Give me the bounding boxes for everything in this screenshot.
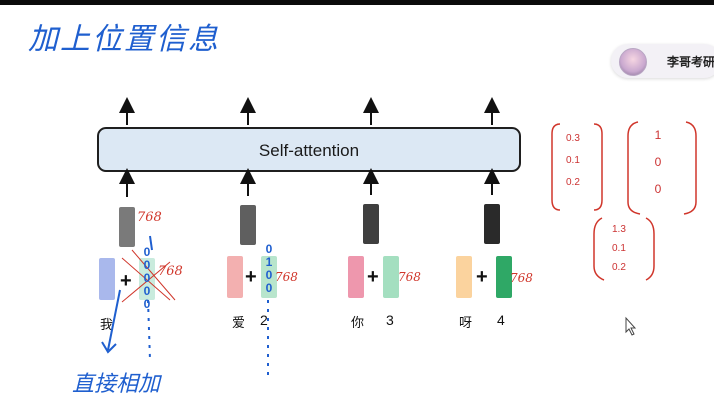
matrix-a-value: 0.1 <box>566 155 580 166</box>
position-number-4: 4 <box>497 312 505 328</box>
matrix-a: 0.3 0.1 0.2 <box>566 128 596 194</box>
pos-digit: 0 <box>143 245 151 259</box>
self-attention-block: Self-attention <box>97 127 521 172</box>
output-vector-2 <box>240 205 256 245</box>
matrix-a-value: 0.2 <box>566 177 580 188</box>
pos-digit: 0 <box>143 271 151 285</box>
plus-sign-1: + <box>120 270 132 292</box>
blue-squiggle <box>149 235 153 251</box>
channel-badge: 李哥考研 <box>611 44 714 78</box>
matrix-c-value: 1.3 <box>612 224 626 235</box>
pos-digit: 0 <box>143 297 151 311</box>
red-scribble-cross <box>121 249 176 303</box>
plus-sign-4: + <box>476 266 488 288</box>
plus-sign-2: + <box>245 266 257 288</box>
blue-dashed-line-1 <box>147 299 151 361</box>
position-number-2: 2 <box>260 312 268 328</box>
position-number-3: 3 <box>386 312 394 328</box>
matrix-c: 1.3 0.1 0.2 <box>612 220 642 277</box>
pos-digit: 0 <box>143 258 151 272</box>
position-vector-4 <box>496 256 512 298</box>
pos-digit: 0 <box>265 268 273 282</box>
handwritten-title: 加上位置信息 <box>28 22 220 57</box>
matrix-b-bracket <box>627 121 697 215</box>
token-vector-1 <box>99 258 115 300</box>
pos-digit: 0 <box>265 242 273 256</box>
plus-sign-3: + <box>367 266 379 288</box>
token-vector-4 <box>456 256 472 298</box>
dim-annotation-3: 768 <box>275 270 298 284</box>
position-vector-2 <box>261 256 277 298</box>
pos-digit: 0 <box>143 284 151 298</box>
pos-digit: 1 <box>265 255 273 269</box>
top-bar <box>0 0 714 5</box>
output-vector-4 <box>484 204 500 244</box>
matrix-b-value: 0 <box>654 182 662 196</box>
matrix-c-value: 0.1 <box>612 243 626 254</box>
dim-annotation-5: 768 <box>510 271 533 285</box>
pos-digits-col2: 0 1 0 0 <box>263 243 275 295</box>
token-vector-3 <box>348 256 364 298</box>
pos-digit: 0 <box>265 281 273 295</box>
matrix-b: 1 0 0 <box>652 122 664 203</box>
pos-digits-col1: 0 0 0 0 0 <box>141 246 153 311</box>
position-vector-1 <box>139 258 155 300</box>
position-vector-3 <box>383 256 399 298</box>
matrix-a-value: 0.3 <box>566 133 580 144</box>
dim-annotation-4: 768 <box>398 270 421 284</box>
matrix-a-bracket <box>551 123 603 211</box>
blue-hand-arrow <box>101 289 121 354</box>
dim-annotation-1: 768 <box>137 210 162 225</box>
avatar <box>619 48 647 76</box>
bottom-note: 直接相加 <box>72 372 161 397</box>
self-attention-label: Self-attention <box>258 141 360 160</box>
token-vector-2 <box>227 256 243 298</box>
token-label-4: 呀 <box>459 316 473 331</box>
matrix-b-value: 0 <box>654 155 662 169</box>
matrix-c-bracket <box>593 217 655 281</box>
matrix-c-value: 0.2 <box>612 262 626 273</box>
matrix-b-value: 1 <box>654 128 662 142</box>
mouse-cursor <box>625 316 637 336</box>
output-vector-1 <box>119 207 135 247</box>
token-label-1: 我 <box>100 318 114 333</box>
token-label-2: 爱 <box>232 316 246 331</box>
channel-badge-label: 李哥考研 <box>667 55 714 69</box>
token-label-3: 你 <box>351 316 365 331</box>
output-vector-3 <box>363 204 379 244</box>
dim-annotation-2: 768 <box>158 264 183 279</box>
